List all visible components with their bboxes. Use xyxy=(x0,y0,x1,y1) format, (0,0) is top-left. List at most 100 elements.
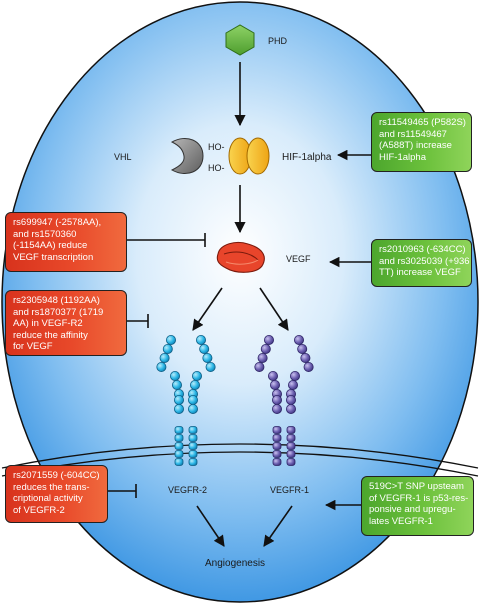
box-line: reduces the trans- xyxy=(13,481,90,493)
box-line: VEGF transcription xyxy=(13,251,94,263)
box-line: (-1154AA) reduce xyxy=(13,240,88,251)
hif-icon-right xyxy=(246,137,270,175)
vegf-icon xyxy=(216,241,265,273)
phd-label: PHD xyxy=(268,36,288,46)
receptor-domain xyxy=(169,370,180,381)
vhl-icon xyxy=(170,138,204,174)
arrow-vegfr2-angiogenesis xyxy=(196,505,225,547)
box-line: rs2010963 (-634CC) xyxy=(379,244,466,255)
receptor-domain xyxy=(271,394,282,405)
receptor-tyrosine-kinase xyxy=(174,426,184,434)
receptor-domain xyxy=(202,352,213,363)
box-line: HIF-1alpha xyxy=(379,151,426,163)
receptor-domain xyxy=(173,394,184,405)
receptor-tyrosine-kinase xyxy=(286,458,296,466)
box-line: rs2071559 (-604CC) xyxy=(13,470,100,481)
vegfr1-snp-box: 519C>T SNP upsteam of VEGFR-1 is p53-res… xyxy=(361,476,474,536)
receptor-tyrosine-kinase xyxy=(286,450,296,458)
receptor-domain xyxy=(285,403,296,414)
receptor-domain xyxy=(205,361,216,372)
box-line: ponsive and upregu- xyxy=(369,504,456,515)
receptor-domain xyxy=(263,334,274,345)
receptor-tyrosine-kinase xyxy=(174,434,184,442)
receptor-domain xyxy=(269,379,280,390)
box-line: reduce the affinity xyxy=(13,329,88,341)
arrow-vegf-vegfr1 xyxy=(259,287,289,331)
vegfr1-label: VEGFR-1 xyxy=(270,485,309,495)
box-line: rs2305948 (1192AA) xyxy=(13,295,100,306)
box-line: for VEGF xyxy=(13,341,53,352)
cell-membrane-outer xyxy=(1,443,479,469)
receptor-domain xyxy=(187,394,198,405)
vegfr2-affinity-box: rs2305948 (1192AA) and rs1870377 (1719 A… xyxy=(5,290,127,356)
box-line: of VEGFR-2 xyxy=(13,504,65,516)
arrow-vegf-vegfr2 xyxy=(192,287,223,331)
receptor-tyrosine-kinase xyxy=(188,426,198,434)
receptor-domain xyxy=(159,352,170,363)
receptor-domain xyxy=(287,379,298,390)
receptor-domain xyxy=(171,379,182,390)
phd-icon xyxy=(225,24,255,56)
vegfr1-receptor xyxy=(254,334,314,466)
receptor-domain xyxy=(187,403,198,414)
receptor-domain xyxy=(260,343,271,354)
receptor-domain xyxy=(156,361,167,372)
receptor-tyrosine-kinase xyxy=(272,442,282,450)
box-line: rs699947 (-2578AA), xyxy=(13,217,102,228)
receptor-tyrosine-kinase xyxy=(188,442,198,450)
hif-label: HIF-1alpha xyxy=(282,152,332,163)
receptor-domain xyxy=(162,343,173,354)
vegf-label: VEGF xyxy=(286,254,311,264)
box-line: AA) in VEGF-R2 xyxy=(13,318,83,329)
receptor-domain xyxy=(285,394,296,405)
receptor-tyrosine-kinase xyxy=(272,458,282,466)
receptor-tyrosine-kinase xyxy=(174,442,184,450)
receptor-domain xyxy=(293,334,304,345)
box-line: lates VEGFR-1 xyxy=(369,515,433,527)
receptor-domain xyxy=(195,334,206,345)
receptor-tyrosine-kinase xyxy=(286,434,296,442)
receptor-domain xyxy=(173,403,184,414)
cell-membrane-inner xyxy=(1,451,479,477)
angiogenesis-label: Angiogenesis xyxy=(205,558,265,569)
ho-label-top: HO- xyxy=(208,142,225,152)
receptor-domain xyxy=(257,352,268,363)
receptor-tyrosine-kinase xyxy=(272,450,282,458)
vegfr2-label: VEGFR-2 xyxy=(168,485,207,495)
receptor-domain xyxy=(297,343,308,354)
receptor-tyrosine-kinase xyxy=(174,458,184,466)
hif-snp-box: rs11549465 (P582S) and rs11549467 (A588T… xyxy=(371,112,472,172)
box-line: criptional activity xyxy=(13,493,83,504)
receptor-tyrosine-kinase xyxy=(174,450,184,458)
box-line: of VEGFR-1 is p53-res- xyxy=(369,492,469,504)
vegf-increase-box: rs2010963 (-634CC) and rs3025039 (+936 T… xyxy=(371,239,472,287)
receptor-domain xyxy=(165,334,176,345)
receptor-domain xyxy=(267,370,278,381)
box-line: 519C>T SNP upsteam xyxy=(369,481,464,492)
receptor-domain xyxy=(254,361,265,372)
receptor-tyrosine-kinase xyxy=(188,434,198,442)
box-line: and rs11549467 xyxy=(379,128,447,140)
box-line: and rs1870377 (1719 xyxy=(13,306,104,318)
vegf-reduce-box: rs699947 (-2578AA), and rs1570360 (-1154… xyxy=(5,212,127,272)
vhl-label: VHL xyxy=(114,152,132,162)
receptor-tyrosine-kinase xyxy=(286,442,296,450)
receptor-domain xyxy=(289,370,300,381)
vegfr2-receptor xyxy=(156,334,216,466)
receptor-domain xyxy=(199,343,210,354)
ho-label-bottom: HO- xyxy=(208,163,225,173)
receptor-domain xyxy=(189,379,200,390)
receptor-tyrosine-kinase xyxy=(272,426,282,434)
receptor-tyrosine-kinase xyxy=(188,450,198,458)
receptor-tyrosine-kinase xyxy=(188,458,198,466)
receptor-domain xyxy=(271,403,282,414)
receptor-domain xyxy=(191,370,202,381)
receptor-domain xyxy=(300,352,311,363)
box-line: and rs3025039 (+936 xyxy=(379,255,470,267)
receptor-domain xyxy=(303,361,314,372)
receptor-tyrosine-kinase xyxy=(286,426,296,434)
receptor-tyrosine-kinase xyxy=(272,434,282,442)
